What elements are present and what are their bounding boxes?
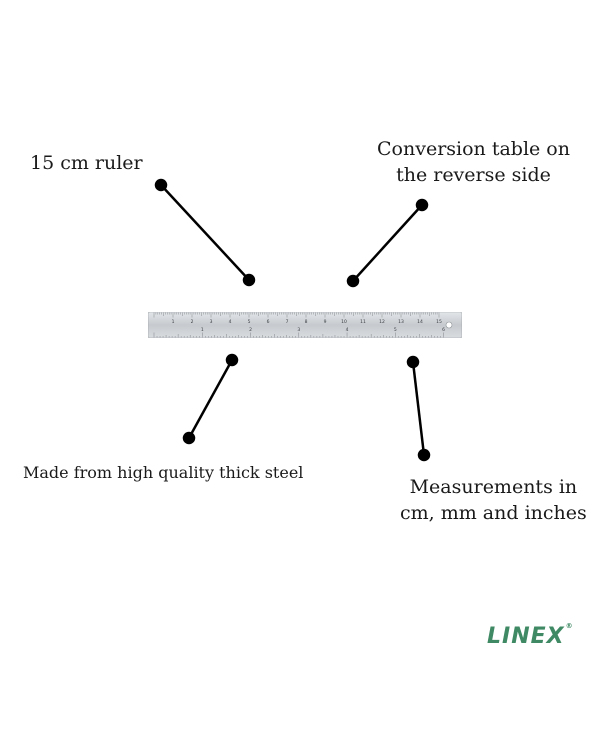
ruler-ticks — [153, 312, 444, 338]
ruler-inch-label: 4 — [346, 327, 349, 333]
linex-logo: LINEX® — [487, 622, 574, 649]
registered-mark: ® — [565, 622, 574, 630]
leader-dot — [182, 431, 196, 445]
leader-dot — [154, 178, 168, 192]
ruler-cm-label: 11 — [360, 319, 366, 325]
leader-dot — [406, 355, 420, 369]
ruler-inch-label: 2 — [249, 327, 252, 333]
ruler-inch-label: 5 — [394, 327, 397, 333]
callout-text-line-1: Conversion table on — [377, 138, 570, 160]
ruler-cm-label: 2 — [191, 319, 194, 325]
leader-line-ruler-size — [160, 184, 250, 281]
callout-text: Made from high quality thick steel — [23, 463, 304, 482]
ruler-cm-label: 14 — [417, 319, 423, 325]
callout-ruler-size: 15 cm ruler — [30, 150, 143, 176]
ruler-cm-label: 12 — [379, 319, 385, 325]
callout-text-line-1: Measurements in — [409, 476, 578, 498]
ruler-cm-label: 15 — [436, 319, 442, 325]
callout-text: 15 cm ruler — [30, 152, 143, 174]
leader-dot — [225, 353, 239, 367]
ruler-cm-label: 10 — [341, 319, 347, 325]
callout-material: Made from high quality thick steel — [23, 460, 303, 486]
ruler-inch-label: 3 — [297, 327, 300, 333]
ruler-cm-label: 13 — [398, 319, 404, 325]
leader-dot — [415, 198, 429, 212]
leader-line-conversion — [352, 204, 423, 282]
callout-measurements: Measurements in cm, mm and inches — [400, 474, 587, 526]
ruler-cm-label: 1 — [172, 319, 175, 325]
leader-line-material — [187, 359, 234, 439]
callout-text-line-2: the reverse side — [396, 164, 551, 186]
logo-text: LINEX — [487, 624, 565, 649]
leader-dot — [242, 273, 256, 287]
ruler-cm-label: 3 — [210, 319, 213, 325]
ruler-hang-hole — [445, 321, 453, 329]
leader-dot — [346, 274, 360, 288]
ruler-cm-label: 4 — [229, 319, 232, 325]
ruler-inch-label: 6 — [442, 327, 445, 333]
leader-line-measurements — [411, 361, 426, 456]
leader-dot — [417, 448, 431, 462]
callout-text-line-2: cm, mm and inches — [400, 502, 587, 524]
ruler-cm-label: 8 — [305, 319, 308, 325]
ruler-cm-label: 7 — [286, 319, 289, 325]
ruler-inch-label: 1 — [201, 327, 204, 333]
ruler-cm-label: 5 — [248, 319, 251, 325]
callout-conversion-table: Conversion table on the reverse side — [377, 136, 570, 188]
ruler-cm-label: 6 — [267, 319, 270, 325]
ruler-body — [148, 312, 462, 338]
ruler-cm-label: 9 — [324, 319, 327, 325]
